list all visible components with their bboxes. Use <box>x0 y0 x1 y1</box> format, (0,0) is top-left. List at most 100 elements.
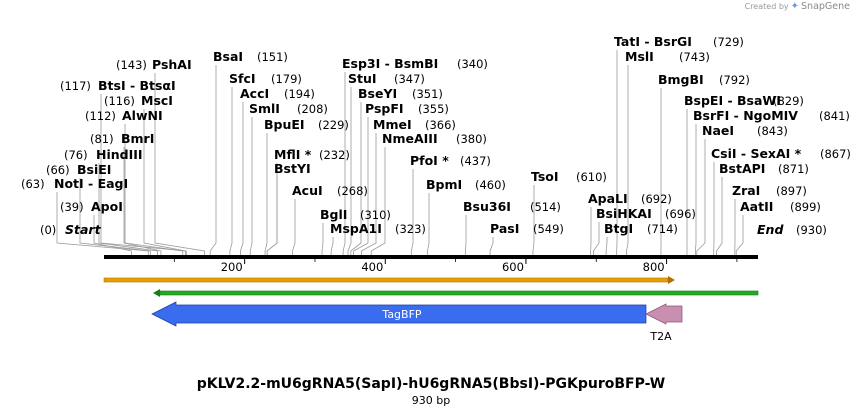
site-label[interactable]: BsrFI - NgoMIV <box>693 108 798 123</box>
site-position: (692) <box>641 192 672 206</box>
site-label[interactable]: Esp3I - BsmBI <box>342 56 438 71</box>
site-label[interactable]: SfcI <box>229 71 256 86</box>
site-label[interactable]: BtsI - BtsαI <box>98 78 176 93</box>
site-connector <box>353 117 369 255</box>
site-label[interactable]: BsiHKAI <box>596 206 652 221</box>
site-label[interactable]: AcuI <box>292 183 323 198</box>
site-label[interactable]: BglI <box>320 207 347 222</box>
site-connector <box>696 139 706 255</box>
ruler-tick-label: 800 <box>643 260 665 274</box>
site-connector <box>229 87 233 255</box>
snapgene-credit: Created by ✦ SnapGene <box>745 1 850 12</box>
site-label[interactable]: BstYI <box>274 161 311 176</box>
end-label: End <box>757 222 784 237</box>
site-label[interactable]: BsiEI <box>77 162 111 177</box>
site-label[interactable]: PshAI <box>152 57 192 72</box>
site-label[interactable]: BseYI <box>358 86 397 101</box>
site-position: (843) <box>757 124 788 138</box>
site-connector <box>716 177 723 255</box>
site-label[interactable]: AlwNI <box>122 108 163 123</box>
tagbfp-arrow[interactable] <box>151 301 647 327</box>
site-label[interactable]: PspFI <box>365 101 404 116</box>
site-label[interactable]: TsoI <box>531 169 559 184</box>
t2a-feature[interactable]: T2A <box>645 303 683 343</box>
site-label[interactable]: BmgBI <box>658 72 704 87</box>
site-position: (610) <box>576 170 607 184</box>
credit-prefix: Created by <box>744 2 789 11</box>
t2a-arrow[interactable] <box>645 303 683 325</box>
site-label[interactable]: HindIII <box>96 147 143 162</box>
site-position: (743) <box>679 50 710 64</box>
site-connector <box>347 87 352 255</box>
site-label[interactable]: TatI - BsrGI <box>614 34 692 49</box>
site-connector <box>735 215 744 255</box>
site-label[interactable]: MmeI <box>373 117 412 132</box>
sequence-backbone <box>104 255 758 259</box>
site-position: (729) <box>713 35 744 49</box>
site-position: (117) <box>60 79 91 93</box>
site-position: (899) <box>790 200 821 214</box>
site-connector <box>427 193 430 255</box>
site-connector <box>532 185 535 255</box>
site-position: (76) <box>64 148 88 162</box>
site-label[interactable]: NotI - EagI <box>54 176 128 191</box>
site-position: (714) <box>647 222 678 236</box>
site-position: (347) <box>394 72 425 86</box>
site-connector <box>79 178 151 255</box>
site-label[interactable]: Bsu36I <box>463 199 511 214</box>
site-label[interactable]: StuI <box>348 71 377 86</box>
site-position: (437) <box>460 154 491 168</box>
site-position: (151) <box>257 50 288 64</box>
site-label[interactable]: BspEI - BsaWI <box>684 93 781 108</box>
site-label[interactable]: NmeAIII <box>382 131 438 146</box>
site-label[interactable]: BpmI <box>426 177 462 192</box>
site-connector <box>410 169 414 255</box>
site-label[interactable]: MspA1I <box>330 221 382 236</box>
site-position: (323) <box>395 222 426 236</box>
green-feature-bar[interactable] <box>153 289 759 297</box>
site-label[interactable]: MflI * <box>274 147 312 162</box>
site-label[interactable]: MslI <box>625 49 654 64</box>
site-connector <box>209 65 217 255</box>
site-label[interactable]: BpuEI <box>264 117 305 132</box>
site-position: (208) <box>297 102 328 116</box>
site-connector <box>154 73 205 255</box>
site-connector <box>266 163 278 255</box>
site-position: (792) <box>719 73 750 87</box>
site-label[interactable]: BstAPI <box>719 161 765 176</box>
site-connector <box>626 65 629 255</box>
site-label[interactable]: PasI <box>490 221 519 236</box>
site-label[interactable]: BtgI <box>604 221 633 236</box>
snapgene-logo-icon: ✦ <box>790 1 800 12</box>
site-label[interactable]: ApaLI <box>588 191 628 206</box>
site-connector <box>98 163 158 255</box>
site-position: (841) <box>819 109 850 123</box>
site-label[interactable]: ApoI <box>91 199 123 214</box>
site-label[interactable]: BsaI <box>213 49 243 64</box>
site-label[interactable]: MscI <box>141 93 173 108</box>
site-position: (112) <box>85 109 116 123</box>
site-position: (81) <box>90 132 114 146</box>
site-label[interactable]: AccI <box>240 86 269 101</box>
site-position: (66) <box>46 163 70 177</box>
site-label[interactable]: SmlI <box>249 101 280 116</box>
site-label[interactable]: PfoI * <box>410 153 449 168</box>
site-labels: ApoI(39)NotI - EagI(63)BsiEI(66)HindIII(… <box>21 34 851 236</box>
site-label[interactable]: BmrI <box>121 131 154 146</box>
site-position: (380) <box>456 132 487 146</box>
site-label[interactable]: NaeI <box>702 123 734 138</box>
site-label[interactable]: AatII <box>740 199 773 214</box>
backbone-line <box>104 255 758 259</box>
site-label[interactable]: CsiI - SexAI * <box>711 146 802 161</box>
site-position: (232) <box>319 148 350 162</box>
site-connector <box>330 237 334 255</box>
site-label[interactable]: ZraI <box>732 183 760 198</box>
site-connector <box>370 147 386 255</box>
site-position: (116) <box>104 94 135 108</box>
tagbfp-feature[interactable]: TagBFP <box>151 301 647 327</box>
site-connector <box>56 192 149 255</box>
t2a-label: T2A <box>649 330 672 343</box>
site-position: (514) <box>530 200 561 214</box>
site-position: (351) <box>412 87 443 101</box>
orange-feature-bar[interactable] <box>103 276 675 284</box>
